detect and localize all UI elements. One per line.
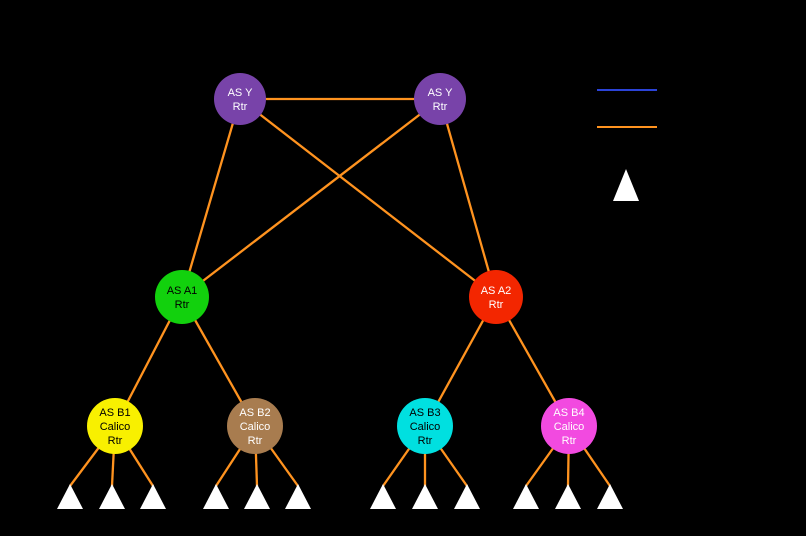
host-triangle-b4-11 [597, 484, 623, 509]
host-triangle-b3-6 [370, 484, 396, 509]
host-triangle-b4-10 [555, 484, 581, 509]
host-triangle-b1-1 [99, 484, 125, 509]
host-triangle-b2-4 [244, 484, 270, 509]
node-circle-y2 [414, 73, 466, 125]
host-triangle-b3-7 [412, 484, 438, 509]
host-triangle-b2-5 [285, 484, 311, 509]
legend [597, 89, 657, 201]
node-circle-b3 [397, 398, 453, 454]
node-circle-a1 [155, 270, 209, 324]
host-triangle-b2-3 [203, 484, 229, 509]
host-triangle-b4-9 [513, 484, 539, 509]
edge-y2-a1 [181, 98, 441, 298]
edge-y2-a2 [438, 98, 498, 298]
edge-y1-a2 [239, 98, 497, 298]
host-triangle-b1-0 [57, 484, 83, 509]
node-circle-b4 [541, 398, 597, 454]
node-circle-b2 [227, 398, 283, 454]
host-triangle-b1-2 [140, 484, 166, 509]
node-circle-a2 [469, 270, 523, 324]
legend-host-triangle [613, 169, 639, 201]
node-circle-y1 [214, 73, 266, 125]
edge-y1-a1 [180, 98, 242, 298]
node-circle-b1 [87, 398, 143, 454]
host-triangle-b3-8 [454, 484, 480, 509]
